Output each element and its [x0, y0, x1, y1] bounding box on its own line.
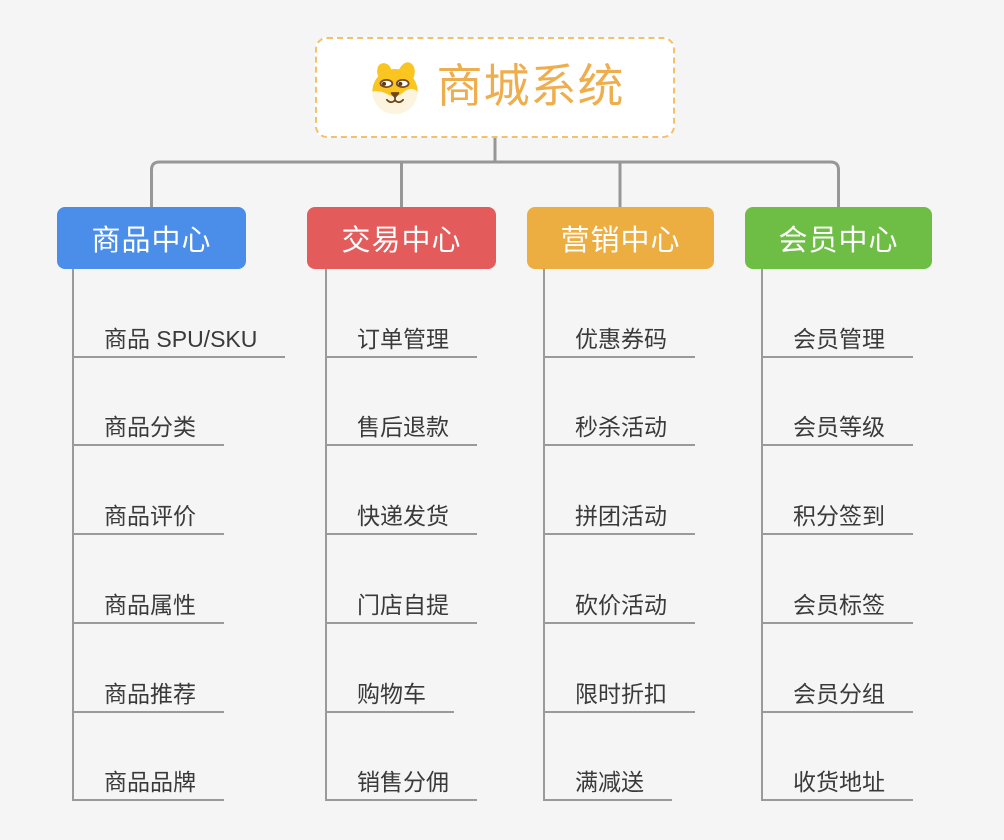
leaf-node[interactable]: 限时折扣 — [545, 671, 695, 713]
branch-column-members: 会员管理 会员等级 积分签到 会员标签 会员分组 收货地址 — [761, 269, 913, 801]
leaf-node[interactable]: 商品品牌 — [74, 759, 224, 801]
leaf-node[interactable]: 商品分类 — [74, 404, 224, 446]
root-node[interactable]: 商城系统 — [315, 37, 675, 138]
branch-header-trade[interactable]: 交易中心 — [307, 207, 496, 269]
leaf-node[interactable]: 销售分佣 — [327, 759, 477, 801]
leaf-node[interactable]: 满减送 — [545, 759, 672, 801]
leaf-node[interactable]: 会员管理 — [763, 316, 913, 358]
leaf-node[interactable]: 商品推荐 — [74, 671, 224, 713]
branch-header-products[interactable]: 商品中心 — [57, 207, 246, 269]
leaf-node[interactable]: 优惠券码 — [545, 316, 695, 358]
branch-header-marketing[interactable]: 营销中心 — [527, 207, 714, 269]
leaf-node[interactable]: 售后退款 — [327, 404, 477, 446]
leaf-node[interactable]: 商品评价 — [74, 493, 224, 535]
branch-header-members[interactable]: 会员中心 — [745, 207, 932, 269]
branch-column-trade: 订单管理 售后退款 快递发货 门店自提 购物车 销售分佣 — [325, 269, 477, 801]
root-title: 商城系统 — [436, 59, 625, 112]
dog-face-icon — [371, 61, 418, 114]
leaf-node[interactable]: 会员标签 — [763, 582, 913, 624]
leaf-node[interactable]: 快递发货 — [327, 493, 477, 535]
leaf-node[interactable]: 砍价活动 — [545, 582, 695, 624]
leaf-node[interactable]: 门店自提 — [327, 582, 477, 624]
leaf-node[interactable]: 秒杀活动 — [545, 404, 695, 446]
branch-column-marketing: 优惠券码 秒杀活动 拼团活动 砍价活动 限时折扣 满减送 — [543, 269, 695, 801]
leaf-node[interactable]: 会员分组 — [763, 671, 913, 713]
leaf-node[interactable]: 收货地址 — [763, 759, 913, 801]
leaf-node[interactable]: 积分签到 — [763, 493, 913, 535]
leaf-node[interactable]: 购物车 — [327, 671, 454, 713]
leaf-node[interactable]: 会员等级 — [763, 404, 913, 446]
leaf-node[interactable]: 商品 SPU/SKU — [74, 316, 286, 358]
leaf-node[interactable]: 商品属性 — [74, 582, 224, 624]
branch-column-products: 商品 SPU/SKU 商品分类 商品评价 商品属性 商品推荐 商品品牌 — [72, 269, 286, 801]
leaf-node[interactable]: 订单管理 — [327, 316, 477, 358]
leaf-node[interactable]: 拼团活动 — [545, 493, 695, 535]
